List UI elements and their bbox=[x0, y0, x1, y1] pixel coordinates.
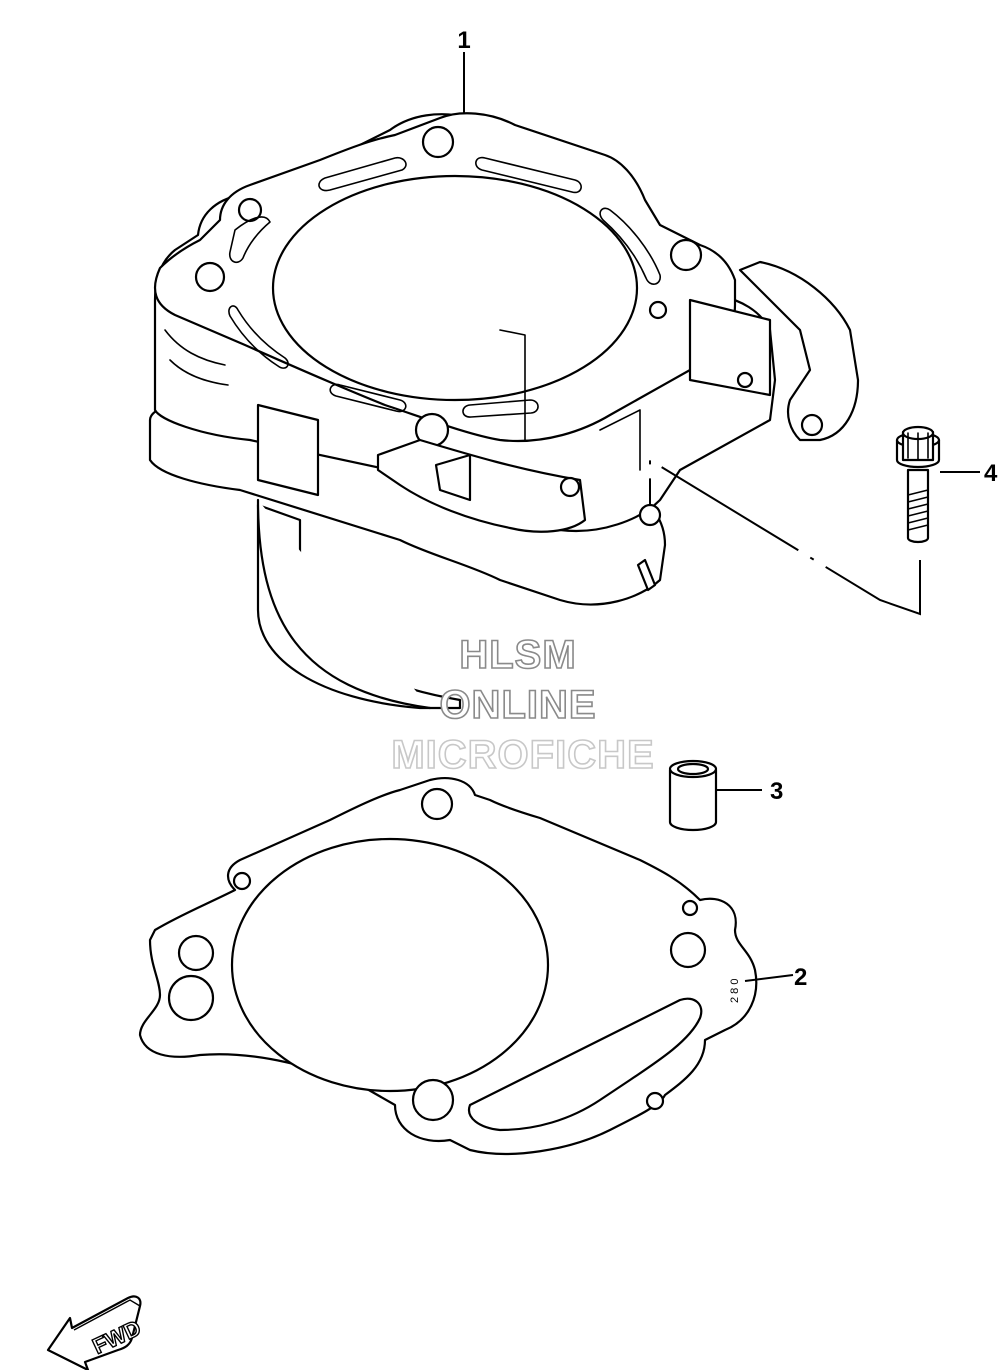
watermark-line-3: MICROFICHE bbox=[391, 733, 654, 777]
leader-line-2 bbox=[744, 974, 794, 982]
callout-2[interactable]: 2 bbox=[794, 964, 807, 991]
fwd-arrow-icon bbox=[46, 1295, 142, 1370]
leader-lines bbox=[463, 52, 980, 982]
dowel-pin-part[interactable] bbox=[668, 759, 718, 832]
callout-4[interactable]: 4 bbox=[984, 460, 998, 487]
fwd-arrow: FWD bbox=[46, 1295, 145, 1370]
install-line-bolt bbox=[649, 458, 921, 616]
watermark-line-2: ONLINE bbox=[439, 683, 596, 727]
callout-3[interactable]: 3 bbox=[770, 778, 783, 805]
watermark: HLSM ONLINE MICROFICHE bbox=[391, 632, 655, 778]
bolt-part[interactable] bbox=[895, 425, 941, 544]
callout-1[interactable]: 1 bbox=[457, 27, 470, 54]
cylinder-base-gasket-part[interactable]: 2 8 0 bbox=[138, 777, 758, 1155]
cylinder-part[interactable] bbox=[148, 112, 860, 710]
watermark-line-1: HLSM bbox=[459, 633, 576, 677]
gasket-stamp-mark: 2 8 0 bbox=[729, 979, 741, 1003]
callout-labels: 1 2 3 4 bbox=[457, 27, 998, 991]
